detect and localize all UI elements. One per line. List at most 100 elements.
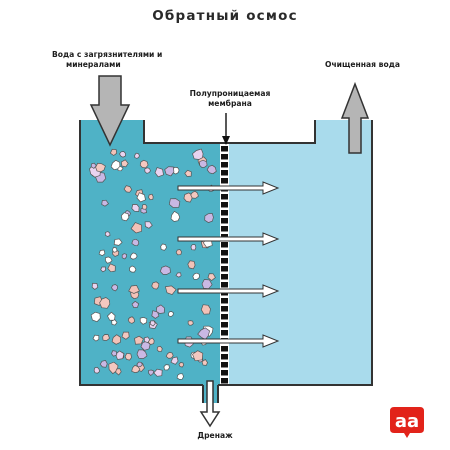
membrane-pore: [221, 354, 228, 360]
contaminant-particle: [131, 238, 140, 247]
contaminant-particle: [184, 169, 192, 177]
contaminant-particle: [139, 159, 149, 169]
membrane-pore: [221, 210, 228, 216]
contaminant-particle: [128, 285, 140, 294]
contaminant-particle: [110, 159, 121, 171]
contaminant-particle: [131, 204, 140, 212]
contaminant-particle: [168, 311, 174, 317]
membrane-pore: [221, 330, 228, 336]
contaminant-particle: [192, 350, 204, 362]
contaminant-particle: [156, 345, 163, 352]
membrane-pore: [221, 218, 228, 224]
contaminant-particle: [175, 272, 182, 278]
membrane-pore: [221, 306, 228, 312]
contaminant-particle: [120, 212, 130, 222]
logo-bubble: [390, 407, 424, 438]
membrane-pore: [221, 194, 228, 200]
contaminant-particle: [131, 364, 141, 373]
inlet-arrow-icon: [89, 75, 131, 147]
membrane-pore: [221, 282, 228, 288]
contaminant-particle: [129, 265, 137, 273]
contaminant-particle: [134, 152, 140, 159]
contaminant-particle: [115, 350, 125, 360]
membrane-pore: [221, 162, 228, 168]
membrane-pore: [221, 362, 228, 368]
contaminant-particle: [204, 213, 214, 223]
drain-arrow-icon: [199, 380, 221, 428]
membrane-pore: [221, 178, 228, 184]
membrane-pore: [221, 378, 228, 384]
flow-arrow-icon: [177, 284, 280, 298]
drain-label: Дренаж: [197, 431, 233, 440]
outlet-arrow-icon: [340, 81, 370, 154]
membrane-pore: [221, 322, 228, 328]
contaminant-particle: [139, 317, 148, 325]
contaminant-particle: [183, 192, 193, 203]
contaminant-particle: [104, 231, 111, 237]
membrane-pore: [221, 274, 228, 280]
contaminant-particle: [130, 222, 142, 234]
membrane-pore: [221, 298, 228, 304]
aa-logo-icon: aa: [390, 407, 424, 438]
contaminant-particle: [153, 368, 163, 377]
contaminant-particle: [112, 246, 118, 253]
contaminant-particle: [123, 185, 133, 193]
contaminant-particle: [109, 148, 117, 156]
contaminant-particle: [170, 356, 179, 365]
flow-arrow-icon: [177, 232, 280, 246]
contaminant-particle: [99, 359, 108, 368]
contaminant-particle: [102, 334, 110, 341]
contaminant-particle: [154, 167, 164, 178]
membrane-pore: [221, 258, 228, 264]
contaminant-particle: [192, 272, 200, 280]
membrane-pores: [221, 146, 228, 384]
contaminant-particle: [136, 192, 146, 203]
contaminant-particle: [175, 249, 182, 256]
contaminant-particles: [89, 148, 217, 380]
membrane-label: Полупроницаемая мембрана: [180, 89, 280, 109]
contaminant-particle: [99, 297, 111, 309]
membrane-pore: [221, 314, 228, 320]
membrane-pore: [221, 370, 228, 376]
contaminant-particle: [187, 260, 196, 270]
contaminant-particle: [92, 334, 100, 342]
contaminant-particle: [136, 361, 143, 368]
contaminant-particle: [155, 304, 165, 314]
membrane-label-line-2: мембрана: [208, 99, 252, 108]
contaminant-particle: [111, 319, 118, 326]
contaminant-particle: [199, 159, 208, 168]
contaminant-particle: [105, 256, 113, 264]
contaminant-particle: [149, 320, 156, 327]
contaminant-particle: [164, 285, 177, 296]
contaminant-particle: [192, 148, 204, 160]
flow-arrow-icon: [177, 334, 280, 348]
contaminant-particle: [111, 284, 118, 292]
contaminant-particle: [121, 331, 130, 340]
contaminant-particle: [98, 249, 106, 257]
contaminant-particle: [200, 304, 211, 315]
contaminant-particle: [206, 164, 217, 175]
membrane-pore: [221, 202, 228, 208]
contaminant-particle: [190, 190, 199, 199]
membrane-pore: [221, 226, 228, 232]
inlet-label-line-2: минералами: [66, 60, 121, 69]
flow-arrows: [177, 181, 280, 348]
contaminant-particle: [151, 310, 160, 319]
contaminant-particle: [159, 265, 171, 275]
contaminant-particle: [170, 210, 181, 222]
contaminant-particle: [121, 159, 129, 168]
contaminant-particle: [136, 349, 148, 359]
contaminant-particle: [91, 282, 99, 290]
contaminant-particle: [90, 162, 97, 169]
contaminant-particle: [113, 238, 123, 246]
contaminant-particle: [134, 335, 144, 345]
contaminant-particle: [176, 373, 184, 380]
contaminant-particle: [164, 166, 175, 177]
contaminant-particle: [124, 353, 132, 361]
contaminant-particle: [165, 351, 174, 359]
membrane-pore: [221, 250, 228, 256]
membrane-pore: [221, 146, 228, 152]
contaminant-particle: [127, 316, 135, 324]
contaminant-particle: [187, 320, 194, 326]
diagram-title: Обратный осмос: [152, 8, 298, 24]
